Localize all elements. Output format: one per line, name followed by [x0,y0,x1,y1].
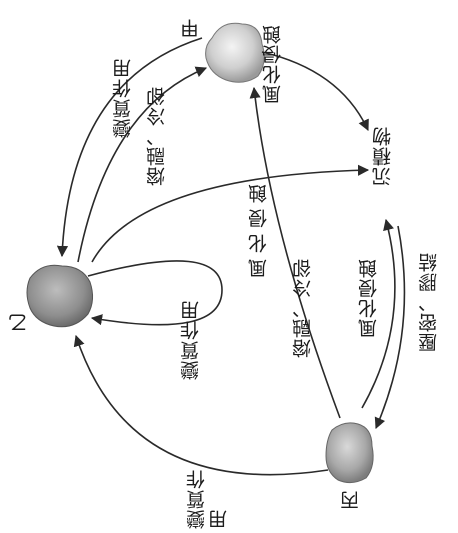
edge-label-bing-to-sediment: 風化侵蝕 [358,258,380,338]
arrow-yi-to-jia-inner [78,68,206,262]
edge-label-yi-to-jia-inner: 熔融、冷卻 [146,86,168,186]
node-label-sediment: 沉積物 [372,126,394,186]
edge-label-yi-self-loop: 變質作用 [180,300,202,380]
rock-yi-icon [27,265,93,327]
node-label-jia: 甲 [180,18,202,38]
edge-label-bing-to-yi: 變質作用 [186,456,230,529]
rock-bing-icon [326,423,373,483]
edge-label-jia-to-sediment: 風化侵蝕 [262,24,284,104]
edge-label-bing-to-jia: 熔融、冷卻 [292,258,314,358]
edge-label-yi-to-sediment: 風化侵蝕 [248,178,270,278]
node-label-bing: 丙 [340,490,362,510]
arrow-yi-to-sediment [92,170,368,262]
edge-label-jia-to-yi-upper: 變質作用 [112,58,134,138]
rock-jia-icon [206,23,265,82]
node-label-yi: 乙 [8,312,30,332]
arrow-bing-to-yi [76,336,328,475]
edge-label-sediment-to-bing: 壓密、膠結 [418,252,440,352]
arrow-sediment-to-bing [376,226,404,428]
